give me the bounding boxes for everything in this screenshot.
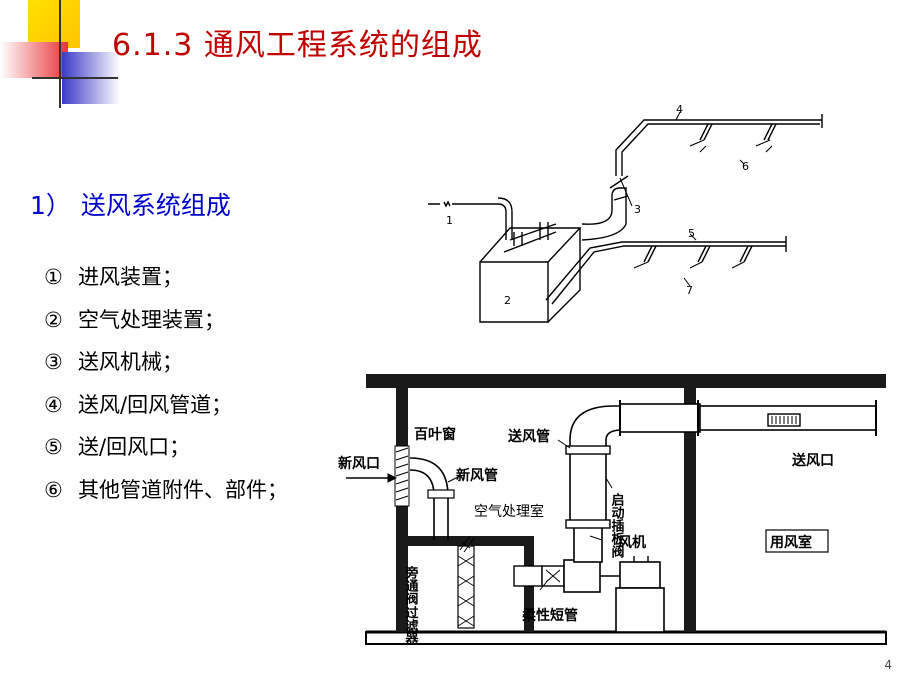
label-filter: 过滤器 [403, 605, 420, 646]
callout-7: 7 [686, 284, 693, 297]
list-item: ⑥ 其他管道附件、部件； [44, 475, 288, 518]
item-text: 送风机械； [78, 350, 183, 374]
list-item: ④ 送风/回风管道； [44, 390, 288, 433]
isometric-diagram [428, 111, 823, 323]
label-ahu-room: 空气处理室 [474, 503, 544, 520]
item-text: 空气处理装置； [78, 307, 225, 332]
label-occupied-room: 用风室 [770, 534, 812, 551]
list-item: ② 空气处理装置； [44, 305, 288, 348]
item-mark: ③ [44, 350, 63, 374]
callout-2: 2 [504, 294, 511, 307]
item-text: 送/回风口； [78, 435, 191, 459]
section-label: 送风系统组成 [80, 191, 231, 220]
callout-3: 3 [634, 203, 641, 216]
section-labels: 百叶窗 送风管 新风口 新风管 送风口 启动插板阀 空气处理室 风机 用风室 旁… [338, 426, 834, 646]
isometric-callouts: 1 2 3 4 5 6 7 [446, 103, 749, 307]
item-mark: ⑥ [44, 477, 63, 502]
callout-1: 1 [446, 214, 453, 227]
label-startup-damper: 启动插板阀 [609, 492, 625, 559]
item-text: 进风装置； [78, 265, 183, 289]
callout-6: 6 [742, 160, 749, 173]
label-fresh-air-inlet: 新风口 [338, 455, 380, 472]
label-fresh-air-duct: 新风管 [456, 467, 498, 484]
corner-decoration [0, 0, 120, 110]
component-list: ① 进风装置； ② 空气处理装置； ③ 送风机械； ④ 送风/回风管道； ⑤ 送/回风口；… [44, 262, 288, 517]
item-mark: ② [44, 307, 63, 332]
item-mark: ① [44, 265, 63, 289]
slide-title: 6.1.3 通风工程系统的组成 [112, 28, 483, 63]
label-flexible-connector: 柔性短管 [521, 607, 578, 624]
section-diagram [346, 374, 887, 645]
item-mark: ⑤ [44, 435, 63, 459]
item-text: 送风/回风管道； [78, 392, 233, 417]
list-item: ① 进风装置； [44, 262, 288, 305]
label-louver: 百叶窗 [414, 426, 456, 443]
section-heading: 1） 送风系统组成 [30, 186, 231, 222]
callout-5: 5 [688, 227, 695, 240]
section-number: 1） [30, 191, 71, 220]
label-supply-duct: 送风管 [507, 428, 550, 445]
label-fan: 风机 [618, 534, 646, 551]
page-number: 4 [884, 658, 892, 672]
callout-4: 4 [676, 103, 683, 116]
list-item: ③ 送风机械； [44, 347, 288, 390]
occupied-room-box [765, 529, 829, 553]
item-mark: ④ [44, 392, 63, 417]
list-item: ⑤ 送/回风口； [44, 432, 288, 475]
label-supply-outlet: 送风口 [791, 452, 834, 469]
item-text: 其他管道附件、部件； [78, 477, 288, 502]
label-bypass-valve: 旁通阀 [403, 565, 420, 606]
